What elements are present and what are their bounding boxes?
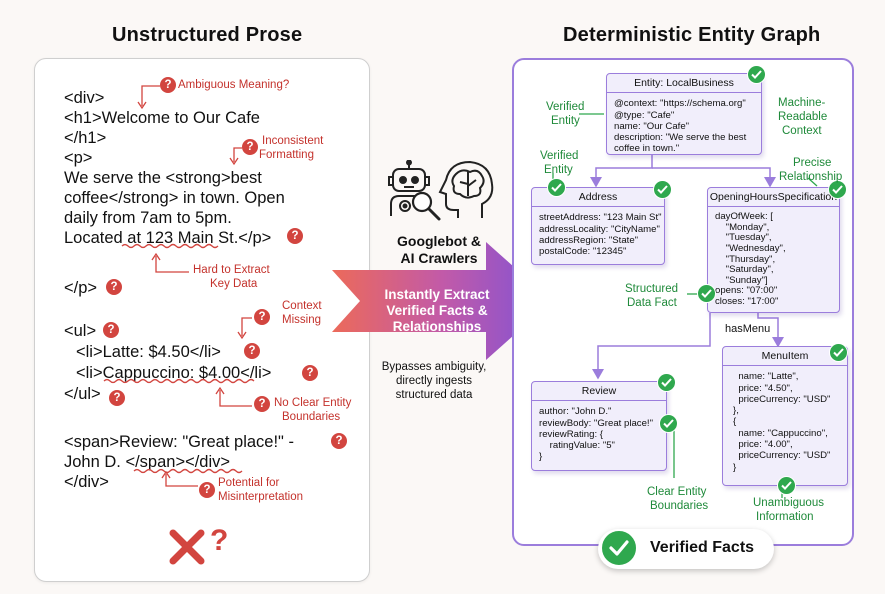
misinterpretation-note: Misinterpretation: [218, 491, 304, 503]
check-icon: [547, 178, 566, 197]
question-badge-icon: ?: [244, 343, 260, 359]
code-line: John D. </span></div>: [64, 453, 231, 471]
entity-graph-heading: Deterministic Entity Graph: [563, 24, 821, 46]
node-body: streetAddress: "123 Main St" addressLoca…: [539, 212, 662, 258]
verified-entity-label: Entity: [544, 164, 573, 176]
check-icon: [659, 414, 678, 433]
verified-facts-label: Verified Facts: [650, 539, 755, 556]
inconsistent-formatting-note: Inconsistent: [262, 135, 324, 147]
code-line: daily from 7am to 5pm.: [64, 209, 232, 227]
misinterpretation-note: Potential for: [218, 477, 280, 489]
ai-head-icon: [438, 160, 494, 218]
code-line: <p>: [64, 149, 93, 167]
verified-entity-label: Verified: [540, 150, 579, 162]
question-badge-icon: ?: [254, 309, 270, 325]
code-line: <h1>Welcome to Our Cafe: [64, 109, 260, 127]
structured-fact-label: Structured: [625, 283, 679, 295]
question-badge-icon: ?: [242, 139, 258, 155]
no-clear-boundaries-note: No Clear Entity: [274, 397, 352, 409]
unambiguous-info-label: Unambiguous: [753, 497, 824, 509]
check-icon: [829, 343, 848, 362]
question-mark-icon: ?: [210, 524, 229, 557]
precise-relationship-label: Precise: [793, 157, 832, 169]
question-badge-icon: ?: [302, 365, 318, 381]
code-line: Located at 123 Main St.</p>: [64, 229, 272, 247]
question-badge-icon: ?: [331, 433, 347, 449]
check-icon: [747, 65, 766, 84]
code-line: <div>: [64, 89, 105, 107]
precise-relationship-label: Relationship: [779, 171, 843, 183]
context-missing-note: Context: [282, 300, 322, 312]
code-line: </div>: [64, 473, 109, 491]
bypass-note: directly ingests: [395, 375, 473, 387]
question-badge-icon: ?: [103, 322, 119, 338]
code-line: </p>: [64, 279, 98, 297]
code-line: <ul>: [64, 322, 97, 340]
problem-markers: [103, 85, 255, 487]
question-badge-icon: ?: [254, 396, 270, 412]
machine-readable-label: Context: [782, 125, 822, 137]
check-icon: [828, 180, 847, 199]
node-title: Address: [532, 188, 664, 208]
hard-to-extract-note: Key Data: [210, 278, 258, 290]
node-body: @context: "https://schema.org" @type: "C…: [614, 98, 747, 155]
structured-fact-label: Data Fact: [627, 297, 677, 309]
inconsistent-formatting-note: Formatting: [259, 149, 314, 161]
code-line: </ul>: [64, 385, 101, 403]
node-title: MenuItem: [723, 347, 847, 367]
check-icon: [697, 284, 716, 303]
machine-readable-label: Readable: [778, 111, 828, 123]
crawlers-label: Googlebot &: [397, 233, 481, 249]
crawlers-label: AI Crawlers: [400, 250, 478, 266]
node-body: name: "Latte", price: "4.50", priceCurre…: [733, 371, 831, 473]
question-badge-icon: ?: [106, 279, 122, 295]
verified-entity-label: Entity: [551, 115, 580, 127]
clear-boundaries-label: Clear Entity: [647, 486, 707, 498]
code-line: coffee</strong> in town. Open: [64, 189, 285, 207]
code-line: <li>Cappuccino: $4.00</li>: [76, 364, 272, 382]
node-review: Review author: "John D." reviewBody: "Gr…: [531, 381, 667, 471]
context-missing-note: Missing: [282, 314, 321, 326]
magnifier-icon: [411, 191, 441, 221]
hard-to-extract-note: Hard to Extract: [193, 264, 270, 276]
code-line: We serve the <strong>best: [64, 169, 262, 187]
unambiguous-info-label: Information: [756, 511, 814, 523]
node-address: Address streetAddress: "123 Main St" add…: [531, 187, 665, 265]
no-clear-boundaries-note: Boundaries: [282, 411, 341, 423]
check-icon: [653, 180, 672, 199]
code-line: </h1>: [64, 129, 107, 147]
big-check-icon: [600, 529, 638, 567]
node-opening-hours: OpeningHoursSpecification dayOfWeek: [ "…: [707, 187, 840, 313]
arrow-label: Instantly Extract: [384, 287, 490, 302]
machine-readable-label: Machine-: [778, 97, 826, 109]
extraction-arrow: [332, 242, 552, 360]
node-local-business: Entity: LocalBusiness @context: "https:/…: [606, 73, 762, 155]
check-icon: [657, 373, 676, 392]
code-line: <span>Review: "Great place!" -: [64, 433, 294, 451]
bypass-note: structured data: [395, 389, 473, 401]
question-badge-icon: ?: [160, 77, 176, 93]
node-title: Entity: LocalBusiness: [607, 74, 761, 94]
code-line: <li>Latte: $4.50</li>: [76, 343, 221, 361]
red-x-icon: [169, 529, 205, 565]
question-badge-icon: ?: [109, 390, 125, 406]
question-badge-icon: ?: [287, 228, 303, 244]
node-body: author: "John D." reviewBody: "Great pla…: [539, 406, 653, 463]
ambiguous-meaning-note: Ambiguous Meaning?: [178, 79, 290, 91]
arrow-label: Verified Facts &: [386, 303, 488, 318]
node-title: Review: [532, 382, 666, 402]
question-badge-icon: ?: [199, 482, 215, 498]
arrow-label: Relationships: [392, 319, 482, 334]
node-title: OpeningHoursSpecification: [708, 188, 839, 208]
unstructured-prose-heading: Unstructured Prose: [112, 24, 303, 46]
node-menu-item: MenuItem name: "Latte", price: "4.50", p…: [722, 346, 848, 486]
has-menu-label: hasMenu: [725, 323, 771, 335]
check-icon: [777, 476, 796, 495]
clear-boundaries-label: Boundaries: [650, 500, 709, 512]
verified-entity-label: Verified: [546, 101, 585, 113]
node-body: dayOfWeek: [ "Monday", "Tuesday", "Wedne…: [715, 211, 786, 308]
bypass-note: Bypasses ambiguity,: [381, 361, 487, 373]
